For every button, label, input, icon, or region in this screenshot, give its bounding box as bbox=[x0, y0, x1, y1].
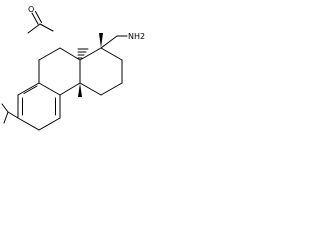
aminomethyl-bond-1 bbox=[100, 35, 118, 49]
aromatic-bond-5 bbox=[17, 82, 40, 96]
methyl-wedge-bond-top bbox=[99, 33, 103, 48]
chemical-structure-diagram: O bbox=[1, 5, 145, 131]
ring-b-bond-4 bbox=[38, 82, 61, 96]
isopropyl-group bbox=[1, 103, 19, 124]
ring-c bbox=[79, 47, 123, 96]
acetate-methyl-bond bbox=[39, 23, 54, 32]
stereo-substituents: NH2 bbox=[77, 32, 145, 97]
acetate-carbonyl-bond-1 bbox=[31, 12, 39, 25]
ring-b-bond-1 bbox=[59, 47, 81, 61]
acetate-oxygen-label: O bbox=[28, 5, 34, 14]
ring-b-bond-5 bbox=[59, 82, 81, 96]
aromatic-bond-3 bbox=[17, 117, 40, 131]
ring-c-bond-4 bbox=[79, 82, 102, 96]
acetate-carbonyl-bond-2 bbox=[35, 11, 42, 23]
isopropyl-methyl-bond-1 bbox=[1, 103, 9, 113]
ring-c-bond-6 bbox=[79, 47, 102, 61]
acetate-c-o-bond bbox=[27, 23, 41, 34]
amine-label: NH2 bbox=[128, 32, 145, 41]
aromatic-ring bbox=[17, 82, 61, 131]
isopropyl-methyl-bond-2 bbox=[3, 111, 9, 124]
ring-c-bond-1 bbox=[100, 47, 123, 61]
ring-b bbox=[38, 47, 81, 96]
methyl-wedge-bond-bottom bbox=[78, 83, 82, 97]
hashed-hydrogen-bond bbox=[77, 48, 89, 59]
aromatic-bond-2 bbox=[38, 117, 61, 131]
ring-b-bond-2 bbox=[38, 47, 61, 61]
ring-c-bond-3 bbox=[100, 82, 123, 96]
acetic-acid-fragment: O bbox=[27, 5, 54, 34]
isopropyl-attach-bond bbox=[7, 111, 19, 119]
aromatic-double-bond-inner-3 bbox=[23, 85, 38, 94]
